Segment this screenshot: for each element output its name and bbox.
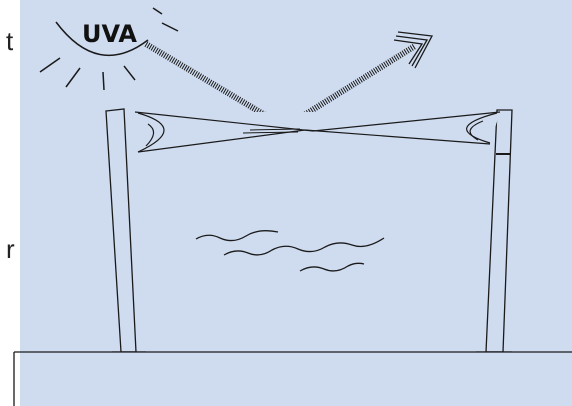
sun-label: UVA bbox=[82, 20, 137, 48]
edge-text-middle: r bbox=[6, 234, 15, 264]
ground-block bbox=[14, 352, 572, 406]
sun-ray-3 bbox=[103, 72, 104, 90]
edge-text-top: t bbox=[6, 26, 14, 56]
